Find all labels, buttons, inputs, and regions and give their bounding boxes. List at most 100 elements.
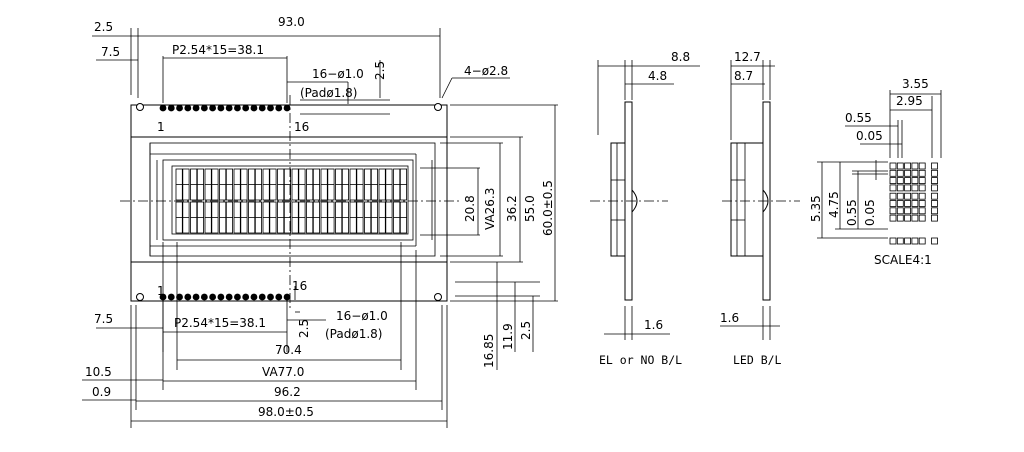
- dim-55: 55.0: [523, 195, 537, 222]
- pin: [234, 104, 241, 112]
- pin: [209, 293, 217, 301]
- pin16-bottom-label: 16: [292, 279, 307, 293]
- dim-98: 98.0±0.5: [258, 405, 314, 419]
- detail-dot: [889, 162, 897, 170]
- detail-dot: [904, 192, 911, 200]
- dim-2-5-top: 2.5: [94, 20, 113, 34]
- dim-60: 60.0±0.5: [541, 180, 555, 236]
- pin: [267, 104, 274, 112]
- mount-hole-br: [434, 293, 442, 301]
- detail-dot: [904, 162, 911, 170]
- detail-dot: [896, 162, 904, 170]
- front-bottom-dimensions: [82, 242, 448, 428]
- pin: [275, 293, 283, 301]
- detail-dot: [918, 177, 926, 185]
- detail-cursor-dot: [911, 237, 919, 245]
- led-dim-1-6: 1.6: [720, 311, 739, 325]
- pin: [167, 104, 175, 112]
- detail-dot: [911, 162, 919, 170]
- pin: [242, 104, 250, 112]
- pin: [250, 104, 258, 112]
- led-caption: LED B/L: [733, 353, 782, 367]
- pin: [283, 293, 291, 301]
- pin: [159, 104, 167, 112]
- detail-dot: [889, 177, 897, 185]
- detail-dot: [896, 214, 904, 222]
- pin1-top-label: 1: [157, 120, 165, 134]
- el-chip-blob: [631, 189, 638, 213]
- detail-dot: [904, 214, 911, 222]
- dim-70-4: 70.4: [275, 343, 302, 357]
- dim-10-5: 10.5: [85, 365, 112, 379]
- detail-dot: [918, 162, 926, 170]
- detail-dot: [889, 200, 897, 207]
- dim-96-2: 96.2: [274, 385, 301, 399]
- led-dim-12-7: 12.7: [734, 50, 761, 64]
- side-view-el: 8.8 4.8 1.6 EL or NO B/L: [590, 50, 700, 367]
- pin: [167, 293, 175, 301]
- pin: [192, 104, 200, 112]
- detail-dim-3-55: 3.55: [902, 77, 929, 91]
- detail-dim-0-05-h: 0.05: [856, 129, 883, 143]
- pin: [184, 293, 192, 301]
- detail-dot: [911, 207, 919, 215]
- detail-dot: [931, 214, 938, 222]
- pin: [200, 104, 208, 112]
- detail-dot: [911, 169, 919, 177]
- detail-dim-0-05-v: 0.05: [863, 199, 877, 226]
- dim-pin-offset-top: 2.5: [373, 61, 387, 80]
- detail-dot: [931, 162, 938, 170]
- detail-dot: [911, 214, 919, 222]
- dim-7-5-bottom: 7.5: [94, 312, 113, 326]
- detail-cursor-dot: [904, 237, 911, 245]
- el-dim-8-8: 8.8: [671, 50, 690, 64]
- pin: [242, 293, 250, 301]
- pin: [200, 293, 208, 301]
- pin: [258, 293, 266, 301]
- pin: [225, 104, 233, 112]
- detail-dot: [931, 177, 938, 185]
- bezel-outline: [130, 136, 448, 263]
- dim-mount-holes: 4−ø2.8: [464, 64, 508, 78]
- detail-cursor-dot: [896, 237, 904, 245]
- led-backlight: [730, 142, 764, 257]
- detail-dot: [889, 184, 897, 192]
- detail-dot: [918, 169, 926, 177]
- detail-dot: [918, 200, 926, 207]
- dim-11-9: 11.9: [501, 323, 515, 350]
- detail-dot: [911, 192, 919, 200]
- led-dim-8-7: 8.7: [734, 69, 753, 83]
- front-right-dimensions: [420, 104, 558, 370]
- detail-cursor-dot: [889, 237, 897, 245]
- dim-0-9: 0.9: [92, 385, 111, 399]
- pin: [267, 293, 274, 301]
- detail-dot: [904, 184, 911, 192]
- detail-dot: [918, 207, 926, 215]
- dim-2-5-right: 2.5: [519, 321, 533, 340]
- el-bezel: [610, 142, 626, 257]
- detail-dot: [931, 207, 938, 215]
- pin: [283, 104, 291, 112]
- front-top-dimensions: [92, 28, 510, 115]
- detail-dot: [911, 177, 919, 185]
- dim-va-77: VA77.0: [262, 365, 304, 379]
- detail-dim-0-55-v: 0.55: [845, 199, 859, 226]
- detail-dot: [931, 192, 938, 200]
- detail-dim-0-55-h: 0.55: [845, 111, 872, 125]
- mount-hole-bl: [136, 293, 144, 301]
- detail-dot: [931, 169, 938, 177]
- dim-pitch-bottom: P2.54*15=38.1: [174, 316, 266, 330]
- pin: [184, 104, 192, 112]
- pin: [258, 104, 266, 112]
- detail-dot: [896, 192, 904, 200]
- dim-pins-top: 16−ø1.0: [312, 67, 364, 81]
- detail-dim-5-35: 5.35: [809, 195, 823, 222]
- dim-20-8: 20.8: [463, 195, 477, 222]
- detail-dot: [889, 207, 897, 215]
- detail-dim-2-95: 2.95: [896, 94, 923, 108]
- pin: [275, 104, 283, 112]
- el-caption: EL or NO B/L: [599, 353, 682, 367]
- dim-pins-bottom: 16−ø1.0: [336, 309, 388, 323]
- detail-cursor-dot: [918, 237, 926, 245]
